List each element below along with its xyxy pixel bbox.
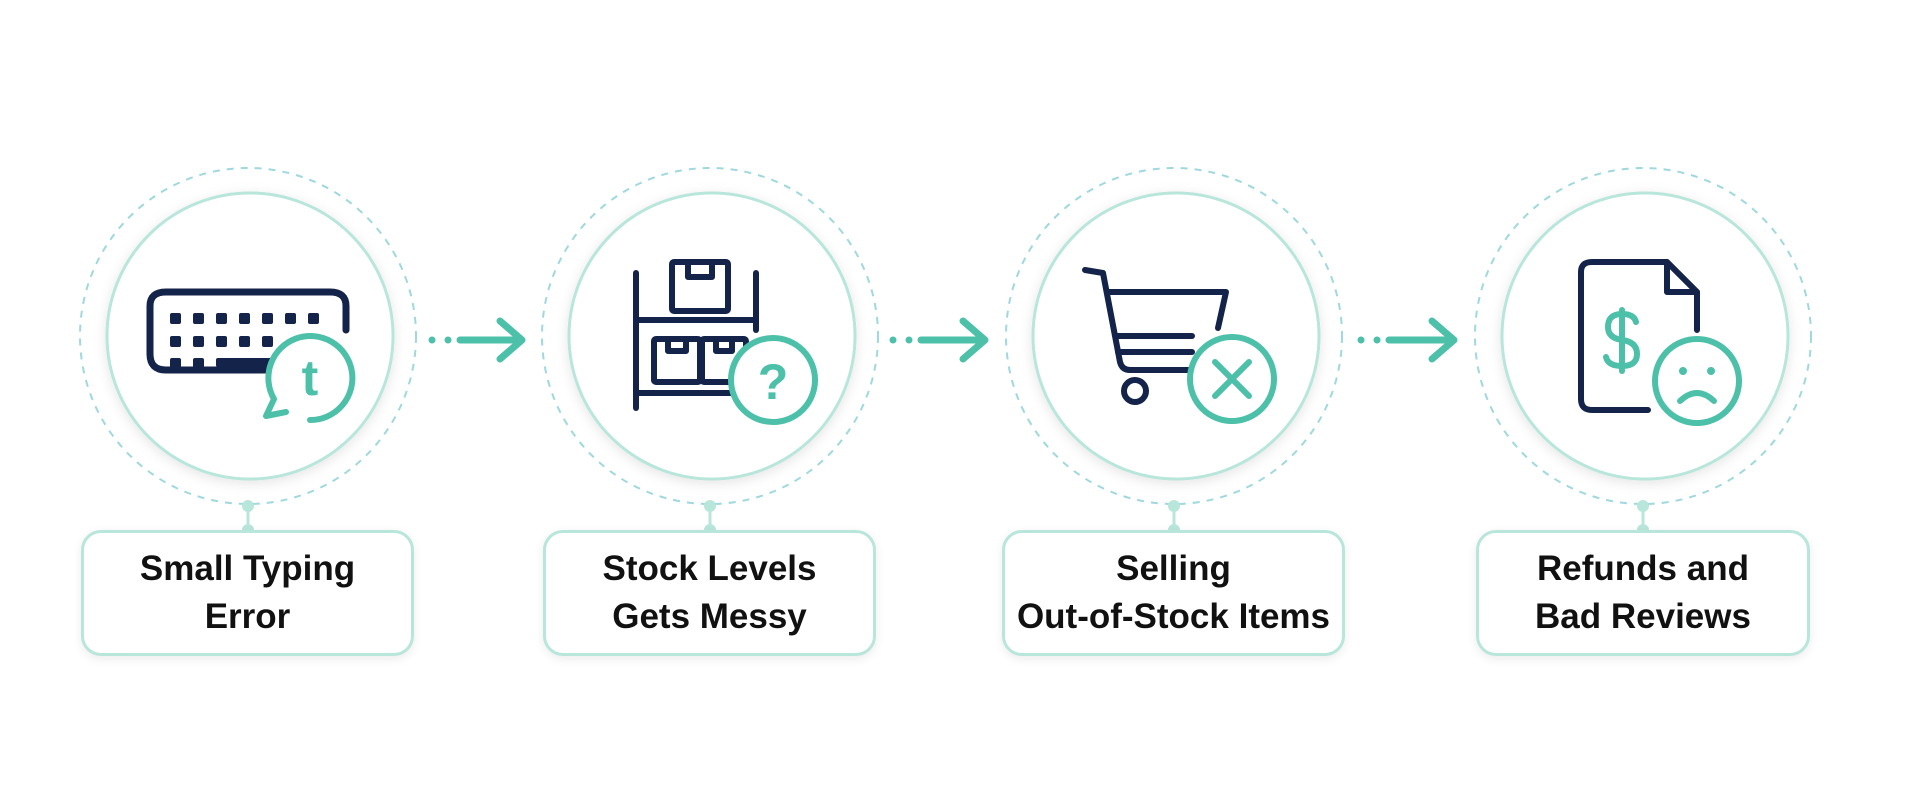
step-4-dashed-ring xyxy=(1474,167,1812,505)
shopping-cart-icon xyxy=(1082,267,1277,424)
refund-document-icon xyxy=(1578,259,1742,426)
question-badge: ? xyxy=(728,335,818,425)
step-3-node xyxy=(1005,167,1343,536)
step-3-label: Selling Out-of-Stock Items xyxy=(1002,530,1345,656)
arrow-1 xyxy=(428,317,526,363)
arrow-3 xyxy=(1357,317,1458,363)
step-1-label-line-1: Small Typing xyxy=(139,549,356,588)
badge-letter-t: t xyxy=(302,350,319,406)
dollar-icon xyxy=(1603,307,1640,374)
out-of-stock-badge xyxy=(1187,334,1277,424)
badge-question-mark: ? xyxy=(758,354,789,410)
step-1-node: t xyxy=(79,167,417,536)
sad-face-badge xyxy=(1652,336,1742,426)
step-1-dashed-ring xyxy=(79,167,417,505)
step-4-node xyxy=(1474,167,1812,536)
step-2-label-line-2: Gets Messy xyxy=(612,597,807,636)
step-4-circle xyxy=(1500,191,1790,481)
step-2-dashed-ring xyxy=(541,167,879,505)
step-2-node: ? xyxy=(541,167,879,536)
step-2-label: Stock Levels Gets Messy xyxy=(543,530,876,656)
step-3-label-line-2: Out-of-Stock Items xyxy=(1016,597,1331,636)
step-4-label-line-1: Refunds and xyxy=(1537,549,1749,588)
step-1-label-line-2: Error xyxy=(204,597,291,636)
typo-speech-badge: t xyxy=(263,333,356,424)
step-4-label-line-2: Bad Reviews xyxy=(1535,597,1751,636)
keyboard-typo-icon: t xyxy=(146,288,356,424)
step-4-label: Refunds and Bad Reviews xyxy=(1476,530,1810,656)
step-3-dashed-ring xyxy=(1005,167,1343,505)
step-1-label: Small Typing Error xyxy=(81,530,414,656)
warehouse-shelf-icon: ? xyxy=(633,259,818,425)
arrow-2 xyxy=(889,317,989,363)
step-3-label-line-1: Selling xyxy=(1116,549,1231,588)
step-2-label-line-1: Stock Levels xyxy=(602,549,817,588)
